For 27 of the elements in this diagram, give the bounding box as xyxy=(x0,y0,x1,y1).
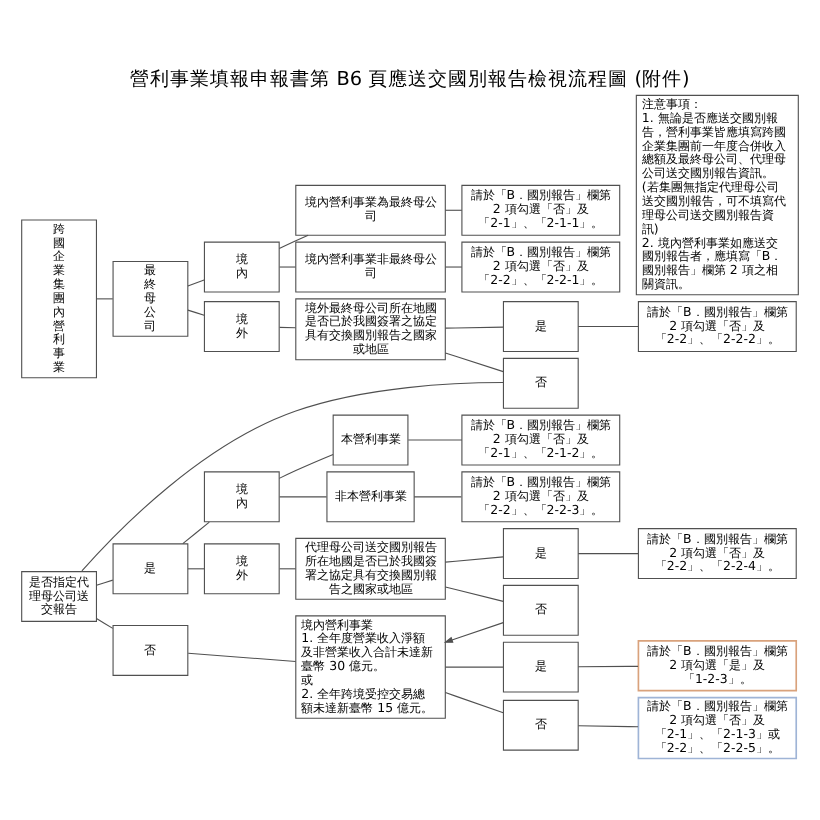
connector xyxy=(95,616,114,628)
connector xyxy=(279,265,297,267)
connector xyxy=(95,297,114,299)
connector xyxy=(278,452,334,478)
connector xyxy=(444,265,463,267)
connector xyxy=(577,724,639,727)
connector xyxy=(187,651,297,662)
arrow xyxy=(443,621,504,642)
connector xyxy=(577,552,639,554)
connector xyxy=(407,438,463,440)
connector xyxy=(444,351,504,372)
connector xyxy=(444,691,504,713)
connector xyxy=(187,278,205,286)
connector xyxy=(444,208,463,210)
connector xyxy=(444,555,504,562)
connector xyxy=(444,325,504,328)
connector xyxy=(95,578,114,585)
connector xyxy=(413,495,462,497)
connector xyxy=(187,308,205,315)
connector xyxy=(444,585,504,601)
connector xyxy=(577,664,639,667)
diagram-title: 營利事業填報申報書第 B6 頁應送交國別報告檢視流程圖 (附件) xyxy=(130,67,690,90)
connector xyxy=(278,233,309,249)
connector xyxy=(279,495,328,497)
connector xyxy=(444,665,504,667)
connector xyxy=(182,520,210,544)
connector xyxy=(577,325,639,327)
